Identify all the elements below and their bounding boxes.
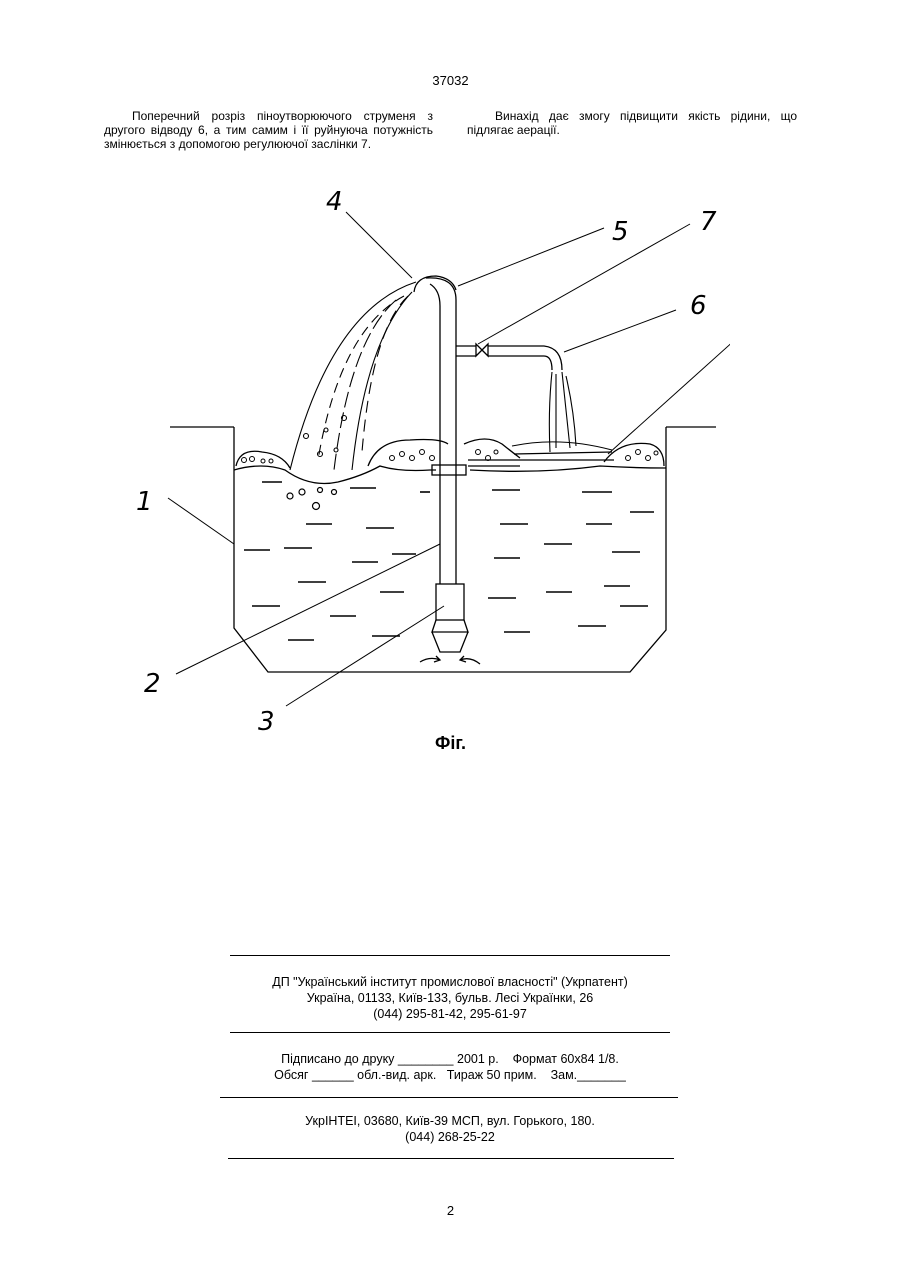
publisher-block: ДП "Український інститут промислової вла… xyxy=(150,974,750,1022)
print-signed-line: Підписано до друку ________ 2001 р. Форм… xyxy=(150,1051,750,1067)
pipe-inner-wall xyxy=(430,284,440,584)
label-2: 2 xyxy=(144,669,161,699)
patent-number: 37032 xyxy=(0,73,901,88)
pump-intake xyxy=(432,632,468,652)
printer-block: УкрІНТЕІ, 03680, Київ-39 МСП, вул. Горьк… xyxy=(150,1113,750,1145)
publisher-phone: (044) 295-81-42, 295-61-97 xyxy=(150,1006,750,1022)
intake-arrow-right xyxy=(460,656,480,664)
rule-2 xyxy=(230,1032,670,1033)
foam-bubbles xyxy=(242,450,659,464)
right-column-text: Винахід дає змогу підвищити якість рідин… xyxy=(467,109,797,137)
print-volume-line: Обсяг ______ обл.-вид. арк. Тираж 50 при… xyxy=(150,1067,750,1083)
right-paragraph: Винахід дає змогу підвищити якість рідин… xyxy=(467,109,797,137)
printer-phone: (044) 268-25-22 xyxy=(150,1129,750,1145)
intake-arrow-left xyxy=(420,656,440,662)
air-bubbles xyxy=(287,488,337,510)
label-1: 1 xyxy=(136,487,153,517)
regulating-valve xyxy=(476,344,488,356)
printer-address: УкрІНТЕІ, 03680, Київ-39 МСП, вул. Горьк… xyxy=(150,1113,750,1129)
label-5: 5 xyxy=(612,217,629,247)
float-collar xyxy=(432,465,466,475)
foam-layer-center xyxy=(368,439,520,466)
water-hatching xyxy=(244,482,654,640)
aeration-device-figure: 1 2 3 4 5 6 7 8 xyxy=(120,178,730,738)
foam-top-right xyxy=(512,442,612,450)
rule-3 xyxy=(220,1097,678,1098)
pipe-outer-wall xyxy=(426,278,456,584)
figure-labels: 1 2 3 4 5 6 7 8 xyxy=(136,187,730,737)
label-6: 6 xyxy=(690,291,707,321)
print-info-block: Підписано до друку ________ 2001 р. Форм… xyxy=(150,1051,750,1083)
pump-nozzle xyxy=(432,620,468,632)
branch-pipe xyxy=(488,346,562,370)
branch-pipe-start xyxy=(456,346,476,356)
label-7: 7 xyxy=(700,207,717,237)
publisher-line: ДП "Український інститут промислової вла… xyxy=(150,974,750,990)
left-paragraph: Поперечний розріз піноутворюючого струме… xyxy=(104,109,433,151)
rule-4 xyxy=(228,1158,674,1159)
publisher-address: Україна, 01133, Київ-133, бульв. Лесі Ук… xyxy=(150,990,750,1006)
left-column-text: Поперечний розріз піноутворюючого струме… xyxy=(104,109,433,151)
pump-body xyxy=(436,584,464,620)
tank-outline xyxy=(234,427,666,672)
rule-1 xyxy=(230,955,670,956)
figure-caption: Фіг. xyxy=(0,733,901,754)
page-number: 2 xyxy=(0,1203,901,1218)
label-4: 4 xyxy=(326,187,343,217)
second-stream xyxy=(549,372,576,452)
